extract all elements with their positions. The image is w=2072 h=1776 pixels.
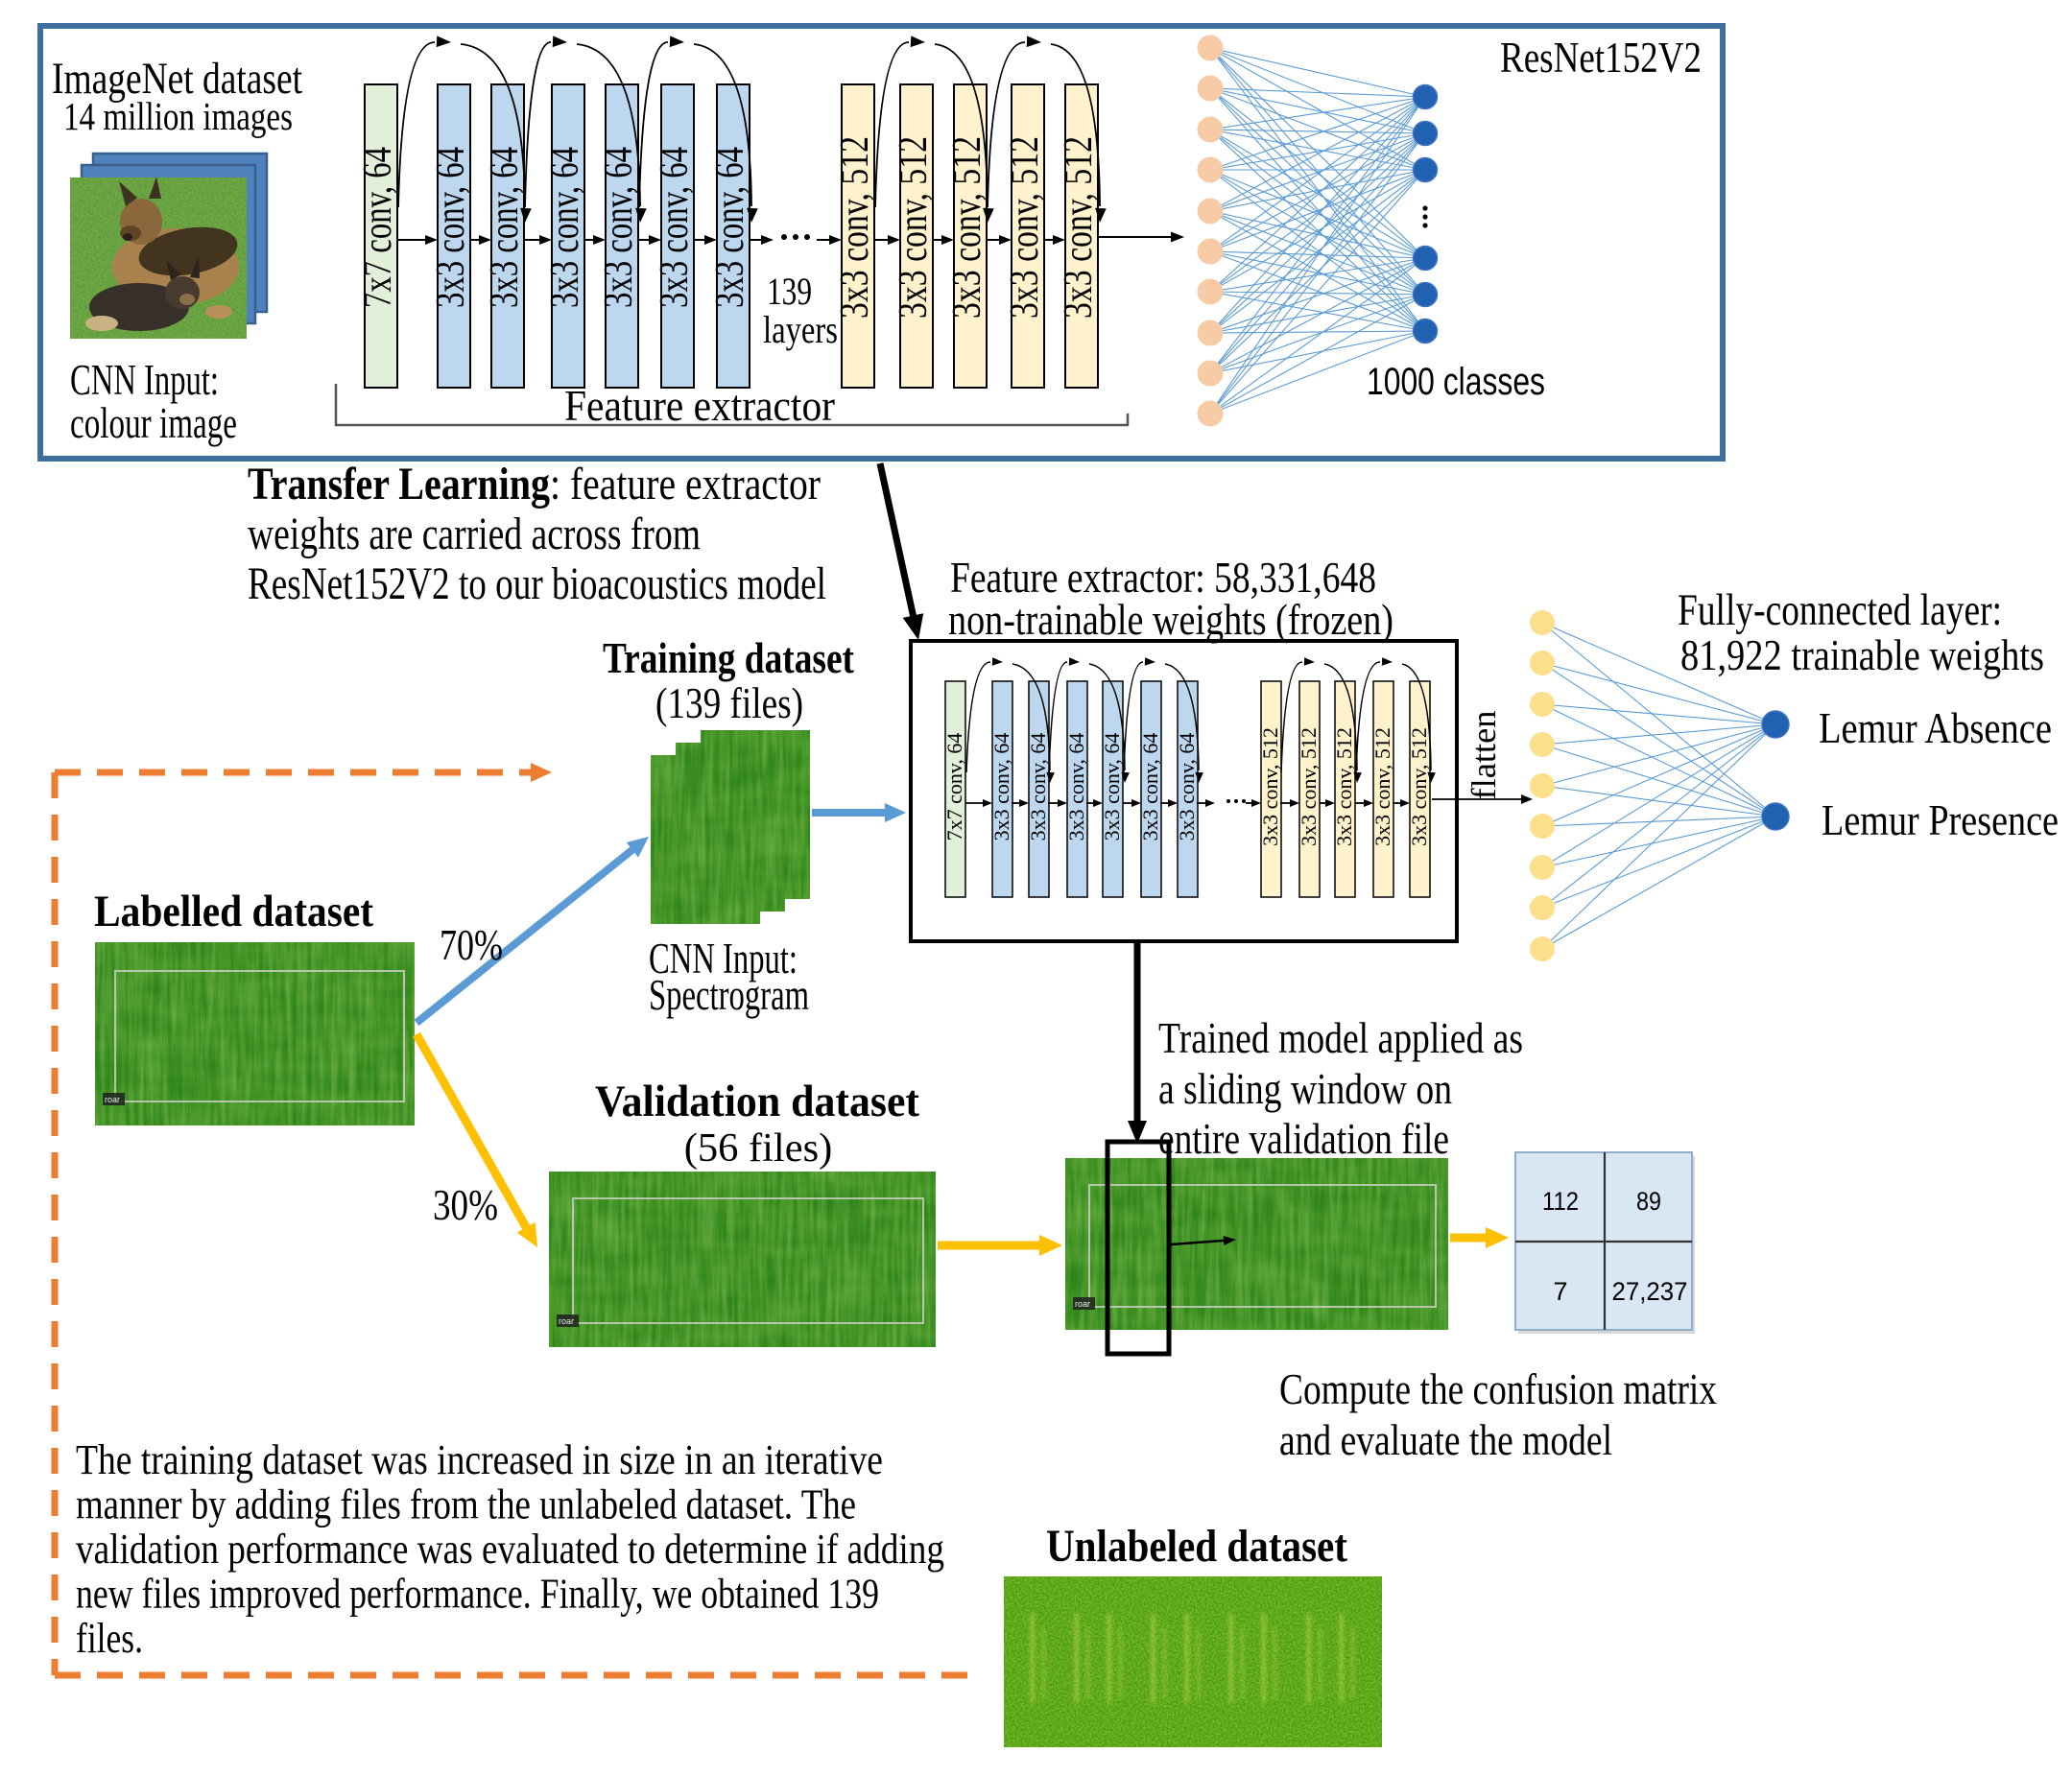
svg-text:Compute the confusion matrix: Compute the confusion matrix [1279, 1364, 1717, 1413]
svg-text:: feature extractor: : feature extractor [550, 459, 821, 509]
svg-text:layers: layers [763, 308, 838, 351]
svg-text:3x3 conv, 512: 3x3 conv, 512 [892, 136, 936, 319]
svg-text:Labelled dataset: Labelled dataset [94, 887, 373, 936]
svg-text:3x3 conv, 64: 3x3 conv, 64 [429, 147, 473, 308]
svg-text:3x3 conv, 64: 3x3 conv, 64 [543, 147, 587, 308]
svg-text:Training dataset: Training dataset [603, 633, 855, 682]
svg-text:27,237: 27,237 [1612, 1277, 1688, 1306]
svg-text:CNN Input:: CNN Input: [70, 356, 219, 404]
svg-text:CNN Input:: CNN Input: [649, 935, 798, 983]
svg-text:3x3 conv, 512: 3x3 conv, 512 [1370, 727, 1394, 846]
svg-text:3x3 conv, 512: 3x3 conv, 512 [1332, 727, 1356, 846]
svg-text:weights are carried across fro: weights are carried across from [248, 509, 701, 559]
svg-text:roar: roar [559, 1316, 574, 1326]
svg-text:validation performance was eva: validation performance was evaluated to … [76, 1526, 944, 1573]
svg-text:3x3 conv, 64: 3x3 conv, 64 [708, 147, 752, 308]
svg-text:3x3 conv, 64: 3x3 conv, 64 [1100, 733, 1124, 841]
svg-text:The training dataset was incre: The training dataset was increased in si… [76, 1436, 883, 1483]
svg-text:7x7 conv, 64: 7x7 conv, 64 [356, 147, 400, 308]
svg-text:7x7 conv, 64: 7x7 conv, 64 [942, 733, 966, 841]
svg-text:Spectrogram: Spectrogram [649, 971, 809, 1019]
svg-text:3x3 conv, 512: 3x3 conv, 512 [1057, 136, 1101, 319]
svg-text:Trained model applied as: Trained model applied as [1158, 1013, 1523, 1062]
svg-text:ImageNet dataset: ImageNet dataset [52, 54, 302, 104]
svg-text:30%: 30% [433, 1181, 498, 1229]
svg-text:entire validation file: entire validation file [1158, 1114, 1449, 1163]
svg-text:3x3 conv, 512: 3x3 conv, 512 [1297, 727, 1321, 846]
svg-text:roar: roar [1075, 1299, 1090, 1309]
svg-text:non-trainable weights (frozen): non-trainable weights (frozen) [948, 596, 1393, 644]
svg-text:Fully-connected layer:: Fully-connected layer: [1678, 585, 2002, 635]
svg-text:flatten: flatten [1465, 711, 1503, 800]
svg-text:Transfer Learning: Transfer Learning [248, 459, 550, 509]
svg-text:Feature extractor: Feature extractor [564, 381, 835, 430]
svg-text:139: 139 [767, 270, 812, 313]
svg-text:files.: files. [76, 1615, 143, 1662]
svg-text:3x3 conv, 512: 3x3 conv, 512 [945, 136, 989, 319]
svg-text:3x3 conv, 64: 3x3 conv, 64 [483, 147, 527, 308]
svg-text:112: 112 [1542, 1187, 1579, 1216]
svg-text:a sliding window on: a sliding window on [1158, 1064, 1452, 1113]
svg-text:3x3 conv, 512: 3x3 conv, 512 [1258, 727, 1282, 846]
svg-text:manner by adding files from th: manner by adding files from the unlabele… [76, 1481, 856, 1528]
svg-text:colour image: colour image [70, 399, 237, 447]
svg-text:70%: 70% [440, 921, 503, 969]
svg-text:Lemur Presence: Lemur Presence [1822, 796, 2059, 844]
svg-text:3x3 conv, 512: 3x3 conv, 512 [1407, 727, 1431, 846]
svg-text:3x3 conv, 512: 3x3 conv, 512 [1003, 136, 1047, 319]
svg-text:3x3 conv, 64: 3x3 conv, 64 [1138, 733, 1162, 841]
svg-text:7: 7 [1553, 1277, 1567, 1306]
svg-text:and evaluate the model: and evaluate the model [1279, 1415, 1612, 1464]
svg-text:3x3 conv, 512: 3x3 conv, 512 [833, 136, 877, 319]
svg-text:Validation dataset: Validation dataset [595, 1077, 919, 1126]
svg-text:3x3 conv, 64: 3x3 conv, 64 [1064, 733, 1088, 841]
svg-text:3x3 conv, 64: 3x3 conv, 64 [1026, 733, 1050, 841]
svg-text:3x3 conv, 64: 3x3 conv, 64 [653, 147, 697, 308]
svg-text:new files improved performance: new files improved performance. Finally,… [76, 1571, 879, 1618]
svg-text:1000 classes: 1000 classes [1367, 361, 1545, 403]
svg-text:89: 89 [1636, 1187, 1661, 1216]
svg-text:ResNet152V2 to our bioacoustic: ResNet152V2 to our bioacoustics model [248, 558, 826, 609]
svg-text:Lemur Absence: Lemur Absence [1819, 704, 2052, 752]
svg-text:81,922 trainable weights: 81,922 trainable weights [1680, 631, 2044, 679]
svg-text:14 million images: 14 million images [63, 94, 293, 138]
svg-text:Feature extractor: 58,331,648: Feature extractor: 58,331,648 [950, 554, 1376, 602]
svg-text:3x3 conv, 64: 3x3 conv, 64 [1175, 733, 1199, 841]
svg-text:roar: roar [105, 1095, 120, 1104]
svg-text:(139 files): (139 files) [655, 679, 803, 727]
svg-text:Unlabeled dataset: Unlabeled dataset [1046, 1521, 1347, 1572]
svg-text:ResNet152V2: ResNet152V2 [1500, 34, 1702, 82]
svg-text:(56 files): (56 files) [684, 1125, 833, 1171]
svg-text:3x3 conv, 64: 3x3 conv, 64 [597, 147, 641, 308]
svg-text:3x3 conv, 64: 3x3 conv, 64 [989, 733, 1013, 841]
